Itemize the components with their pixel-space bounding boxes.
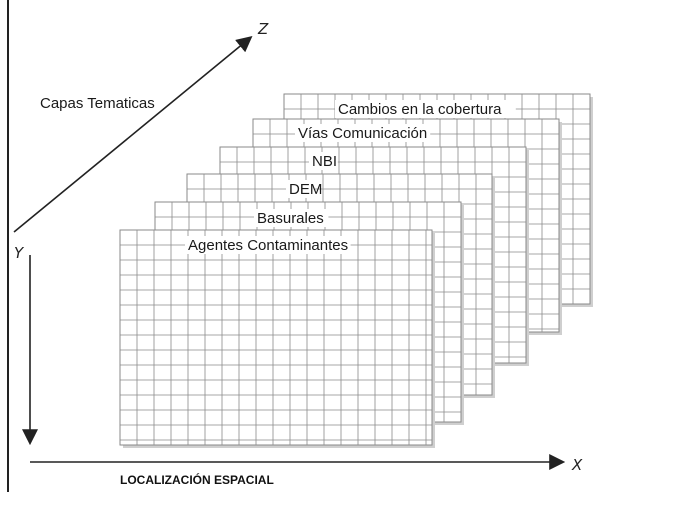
- layer-label: NBI: [312, 153, 337, 170]
- y-axis-label: Y: [14, 244, 25, 262]
- layer-label: Vías Comunicación: [298, 125, 427, 142]
- layer-label-background: [286, 180, 315, 198]
- layer-label: DEM: [289, 181, 322, 198]
- layer-label: Basurales: [257, 210, 324, 227]
- thematic-layer: Agentes Contaminantes: [119, 229, 435, 448]
- spatial-location-caption: LOCALIZACIÓN ESPACIAL: [120, 472, 274, 487]
- layer-label-background: [335, 100, 516, 118]
- thematic-layers-caption: Capas Tematicas: [40, 95, 155, 112]
- layer-label-background: [254, 209, 329, 227]
- x-axis-label: X: [571, 456, 583, 474]
- layer-label: Cambios en la cobertura: [338, 101, 502, 118]
- layer-panel: [119, 229, 433, 446]
- z-axis-label: Z: [257, 20, 269, 38]
- z-axis-line: [13, 35, 253, 233]
- layer-grid: [120, 230, 432, 445]
- layer-label: Agentes Contaminantes: [188, 237, 348, 254]
- layer-label-background: [309, 152, 338, 170]
- layer-label-background: [295, 124, 431, 142]
- layer-label-background: [185, 236, 351, 254]
